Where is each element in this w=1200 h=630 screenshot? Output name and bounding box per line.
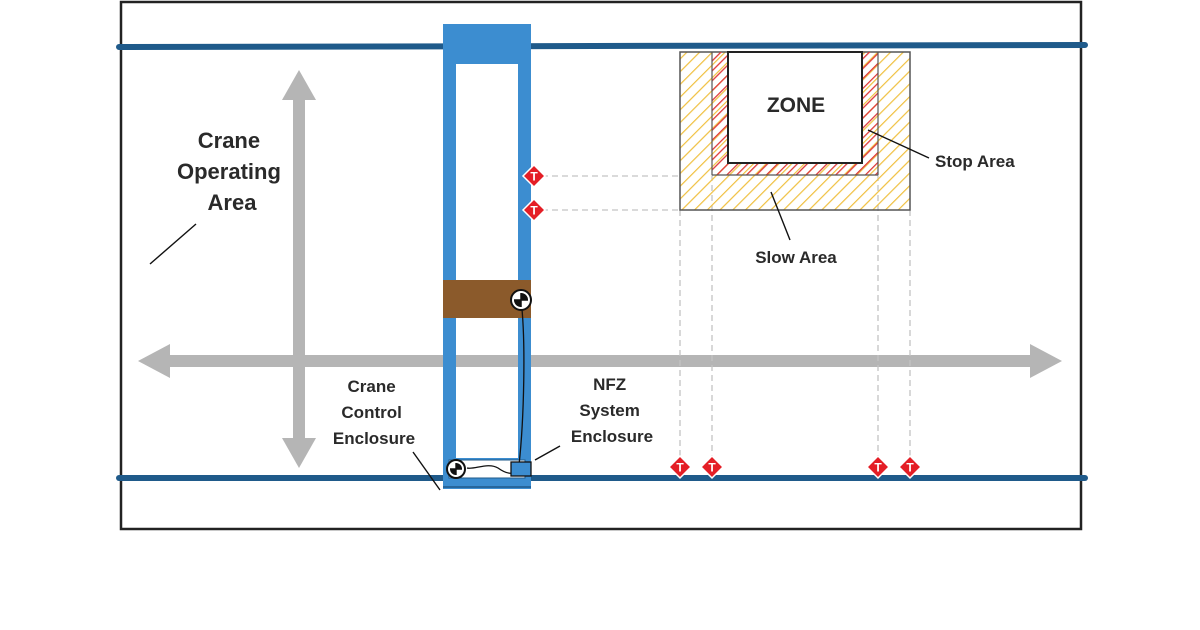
tag-icon: T <box>897 454 923 480</box>
stop-area-label: Stop Area <box>935 152 1015 171</box>
trolley-sensor-icon <box>510 289 532 311</box>
svg-text:T: T <box>906 461 914 475</box>
crane-control-enclosure-label: Crane Control Enclosure <box>333 377 415 448</box>
tag-icon: T <box>699 454 725 480</box>
svg-text:T: T <box>530 204 538 218</box>
top-runway-rail <box>116 42 1088 50</box>
crane-control-sensor-icon <box>446 459 466 479</box>
vertical-travel-arrow <box>282 70 316 468</box>
tag-icon: T <box>667 454 693 480</box>
no-fly-zone <box>727 51 863 164</box>
zone-label: ZONE <box>767 94 825 117</box>
leader-lines <box>149 129 930 491</box>
diagram-frame <box>119 0 1083 531</box>
tag-icon: T <box>865 454 891 480</box>
crane-operating-area-label: Crane Operating Area <box>177 128 287 215</box>
nfz-system-enclosure-label: NFZ System Enclosure <box>571 375 653 446</box>
svg-text:T: T <box>708 461 716 475</box>
tag-icon: T <box>521 197 547 223</box>
nfz-enclosure-box <box>510 461 532 477</box>
slow-area-label: Slow Area <box>755 248 837 267</box>
svg-text:T: T <box>530 170 538 184</box>
detection-guide-lines <box>542 175 911 460</box>
svg-text:T: T <box>874 461 882 475</box>
horizontal-travel-arrow <box>138 344 1062 378</box>
svg-text:T: T <box>676 461 684 475</box>
tag-icon: T <box>521 163 547 189</box>
